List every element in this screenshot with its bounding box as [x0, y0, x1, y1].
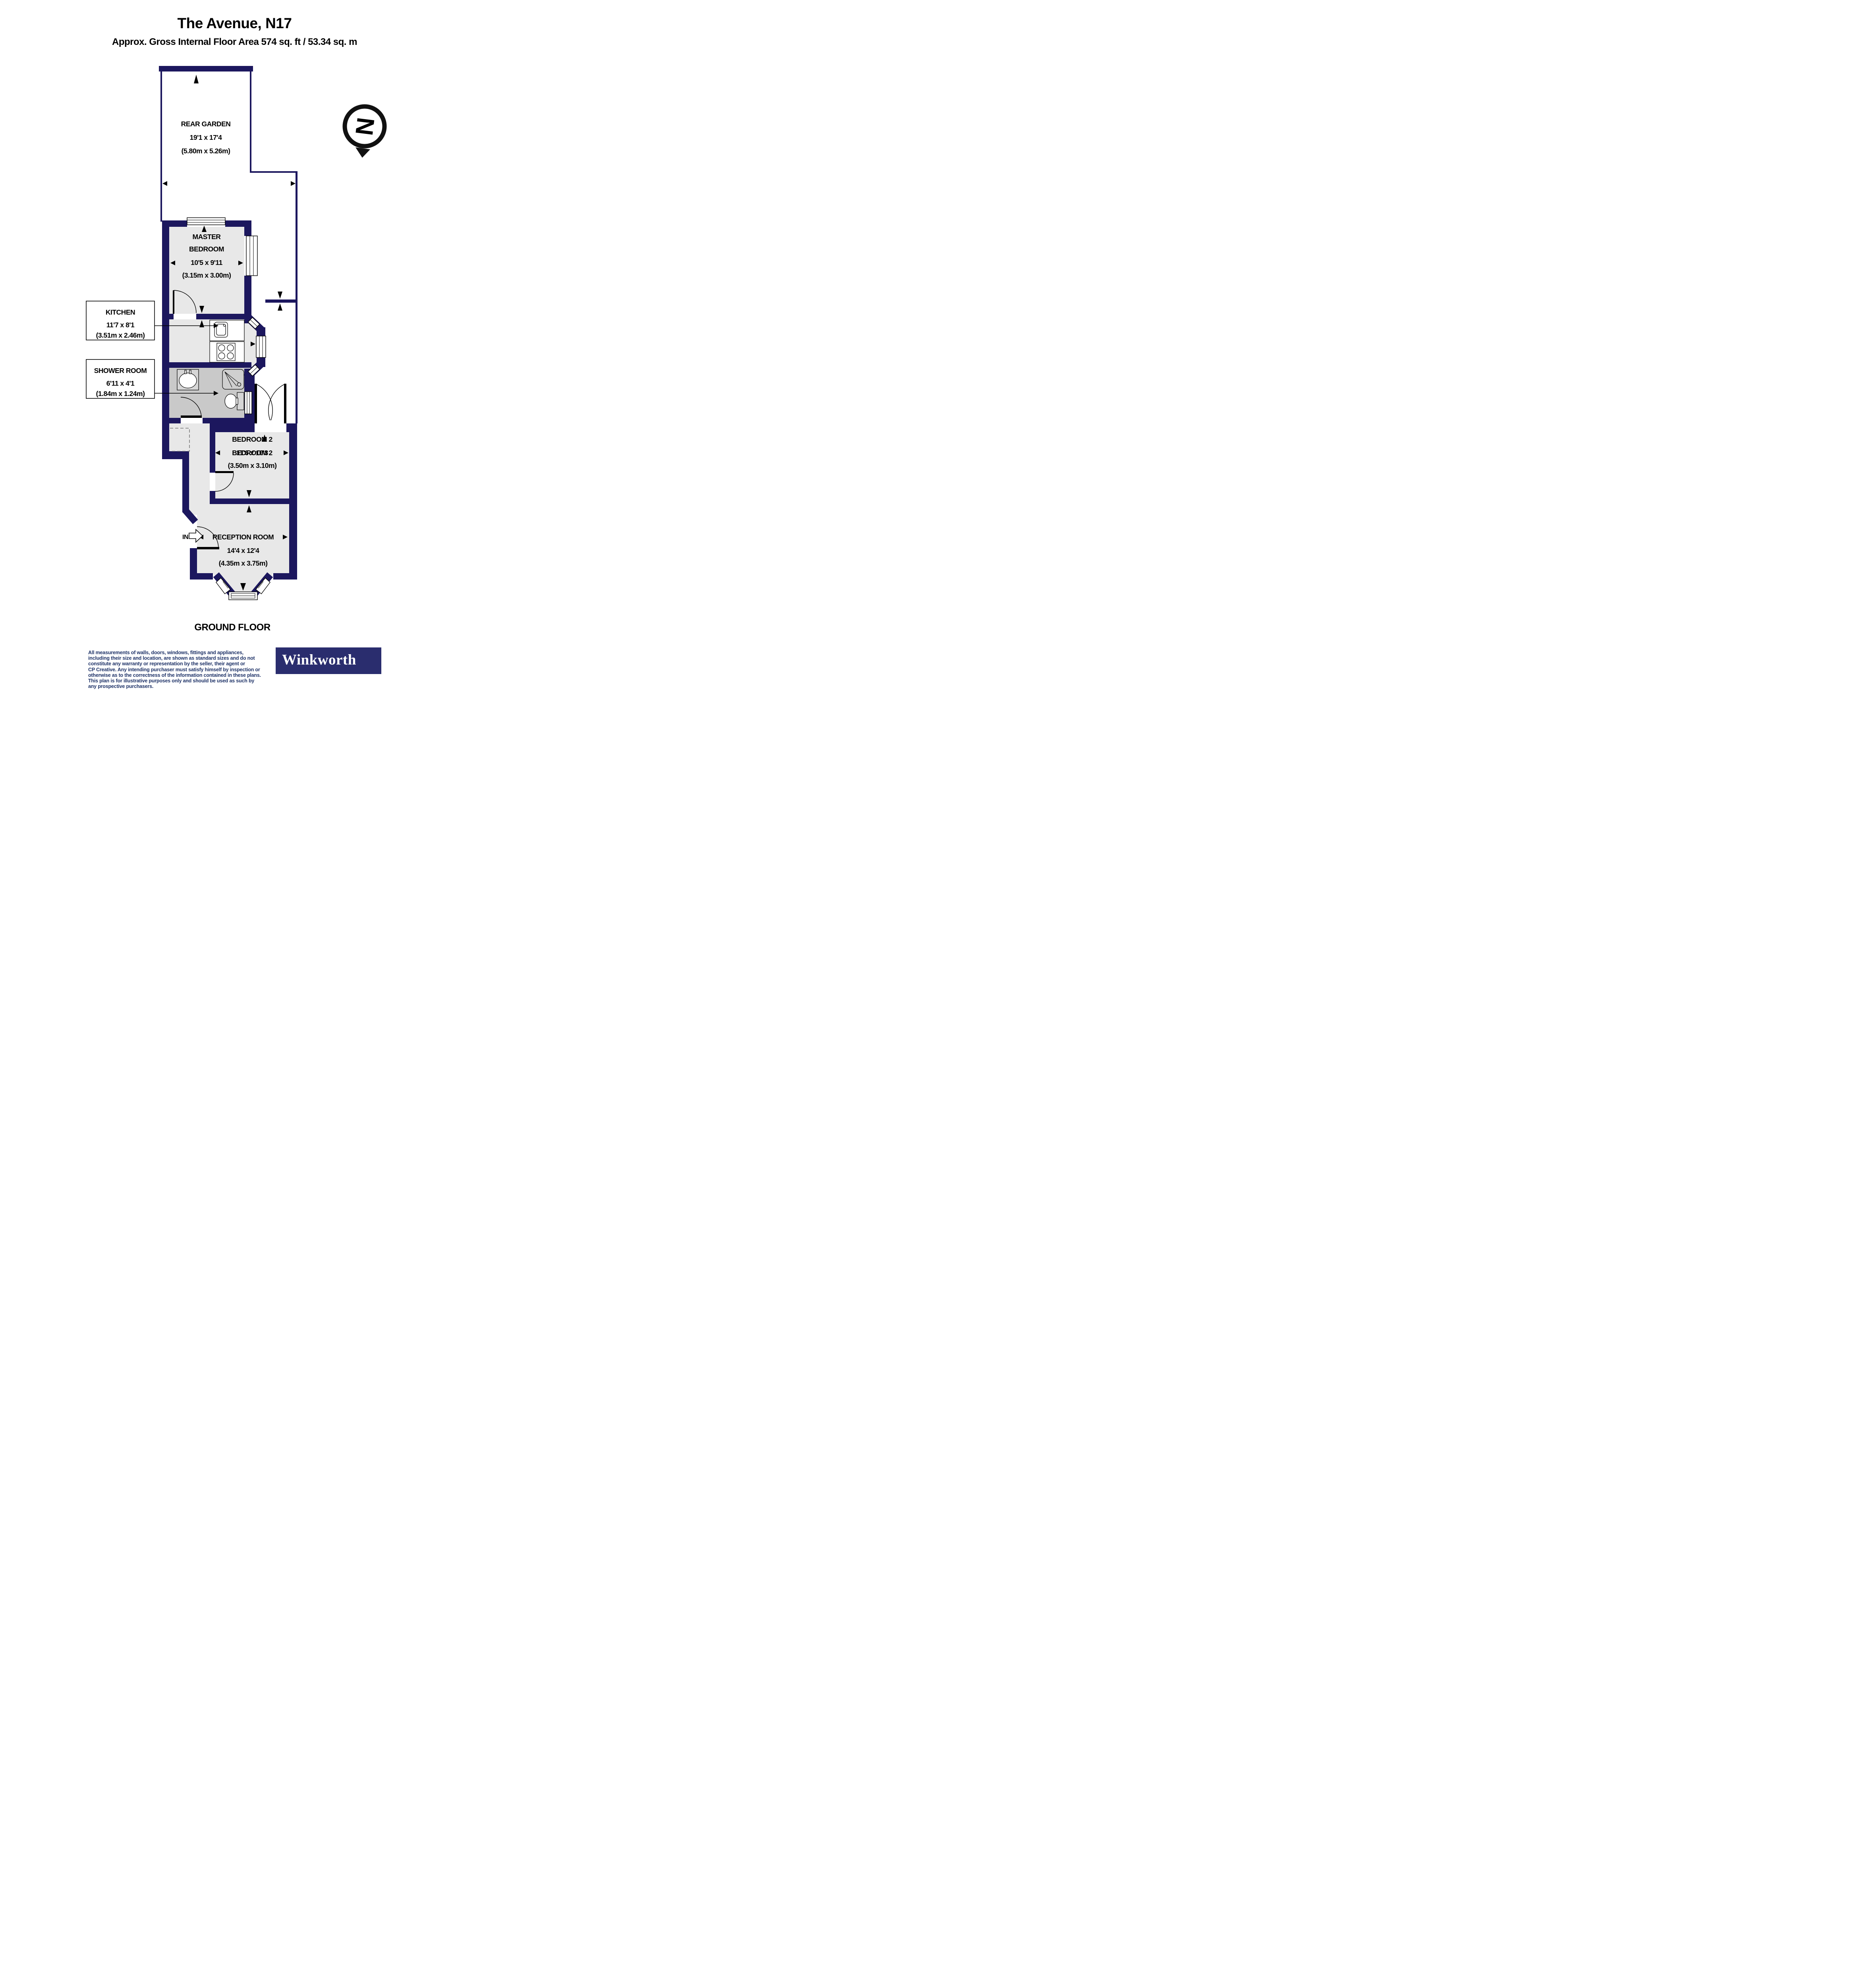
- garden-metric: (5.80m x 5.26m): [182, 147, 230, 155]
- north-compass-icon: N: [342, 104, 387, 158]
- disclaimer-line: including their size and location, are s…: [88, 655, 255, 661]
- kitchen-imperial: 11'7 x 8'1: [106, 321, 135, 329]
- garden-name: REAR GARDEN: [181, 120, 231, 128]
- master-metric: (3.15m x 3.00m): [182, 271, 231, 279]
- bay-right-arrow: [251, 342, 255, 346]
- disclaimer-line: All measurements of walls, doors, window…: [88, 650, 243, 655]
- walls: [162, 220, 297, 580]
- kitchen-metric: (3.51m x 2.46m): [96, 331, 145, 339]
- shower-label-box: [86, 359, 155, 399]
- shower-room-window: [244, 391, 252, 414]
- toilet-icon: [224, 392, 244, 410]
- bay-down-arrow: [240, 583, 246, 591]
- reception-name: RECEPTION ROOM: [213, 533, 274, 541]
- winkworth-logo: Winkworth: [276, 647, 381, 674]
- garden-right-arrow: [291, 181, 296, 186]
- room-master-bedroom: [169, 227, 244, 314]
- master-imperial: 10'5 x 9'11: [191, 259, 222, 267]
- floor-caption: GROUND FLOOR: [194, 622, 270, 633]
- dimension-arrows: [162, 75, 296, 591]
- master-name-1: MASTER: [193, 233, 221, 241]
- room-bedroom2: [215, 432, 289, 498]
- shower-fixtures: [177, 369, 244, 410]
- shower-imperial: 6'11 x 4'1: [106, 379, 135, 387]
- reception-metric: (4.35m x 3.75m): [219, 559, 268, 567]
- disclaimer-line: This plan is for illustrative purposes o…: [88, 678, 255, 684]
- master-bedroom-door: [173, 290, 197, 314]
- strip-up-arrow: [278, 303, 282, 311]
- room-labels: REAR GARDEN 19'1 x 17'4 (5.80m x 5.26m) …: [94, 120, 277, 567]
- wash-basin-icon: [177, 369, 199, 390]
- floorplan-drawing: N: [86, 66, 387, 600]
- entrance-arrow-icon: [189, 529, 203, 543]
- master-left-arrow: [170, 261, 175, 265]
- kitchen-sink-icon: [214, 322, 228, 338]
- bedroom2-left-arrow: [215, 450, 220, 455]
- compass-ring: [342, 104, 387, 149]
- entrance-label: IN: [182, 534, 188, 541]
- rear-garden-boundary: [159, 66, 298, 423]
- bedroom2-up-arrow: [262, 435, 267, 442]
- reception-top-down-arrow: [247, 490, 251, 497]
- shower-metric: (1.84m x 1.24m): [96, 390, 145, 398]
- room-reception: [197, 504, 289, 573]
- disclaimer-line: constitute any warranty or representatio…: [88, 661, 245, 667]
- reception-top-up-arrow: [247, 505, 251, 512]
- disclaimer-line: CP Creative. Any intending purchaser mus…: [88, 667, 260, 672]
- kitchen-fixtures: [209, 320, 245, 363]
- garden-imperial: 19'1 x 17'4: [190, 133, 222, 141]
- disclaimer-text: All measurements of walls, doors, window…: [88, 650, 279, 689]
- bedroom2-door: [215, 471, 234, 492]
- bedroom2-name: BEDROOM 2: [232, 449, 272, 457]
- winkworth-logo-text: Winkworth: [282, 652, 356, 668]
- doors: [173, 290, 286, 549]
- master-up-arrow: [202, 226, 207, 232]
- disclaimer-line: any prospective purchasers.: [88, 684, 154, 690]
- bedroom2-metric: (3.50m x 3.10m): [228, 462, 277, 469]
- garden-divider-wall: [265, 299, 296, 303]
- shower-leader-arrow: [214, 391, 218, 396]
- master-name-2: BEDROOM: [189, 245, 224, 253]
- kitchen-down-arrow: [199, 306, 204, 313]
- reception-bay-windows: [216, 577, 270, 600]
- garden-left-arrow: [162, 181, 167, 186]
- garden-up-arrow: [194, 75, 199, 83]
- kitchen-bay-windows: [247, 317, 266, 377]
- kitchen-name: KITCHEN: [106, 308, 135, 316]
- disclaimer-line: otherwise as to the correctness of the i…: [88, 672, 261, 678]
- french-doors: [255, 384, 286, 423]
- page-title: The Avenue, N17: [177, 15, 292, 31]
- bedroom2-right-arrow: [284, 450, 288, 455]
- shower-tray-icon: [222, 369, 244, 390]
- master-right-arrow: [238, 261, 243, 265]
- front-door: [197, 526, 219, 549]
- floor-area-subtitle: Approx. Gross Internal Floor Area 574 sq…: [112, 37, 357, 47]
- compass-pointer-icon: [355, 147, 370, 158]
- windows: [187, 217, 270, 600]
- master-bedroom-side-window: [246, 236, 258, 276]
- hob-icon: [216, 343, 236, 361]
- shower-name: SHOWER ROOM: [94, 367, 147, 375]
- floorplan-page: The Avenue, N17 Approx. Gross Internal F…: [0, 0, 469, 703]
- master-bedroom-top-window: [187, 217, 226, 225]
- hall-closet-dashed: [170, 428, 190, 452]
- shower-room-door: [180, 397, 202, 418]
- compass-north-letter: N: [350, 116, 379, 137]
- kitchen-leader-arrow: [214, 323, 218, 328]
- reception-right-arrow: [283, 535, 288, 539]
- kitchen-label-box: [86, 301, 155, 340]
- strip-down-arrow: [278, 292, 282, 299]
- reception-imperial: 14'4 x 12'4: [227, 547, 259, 554]
